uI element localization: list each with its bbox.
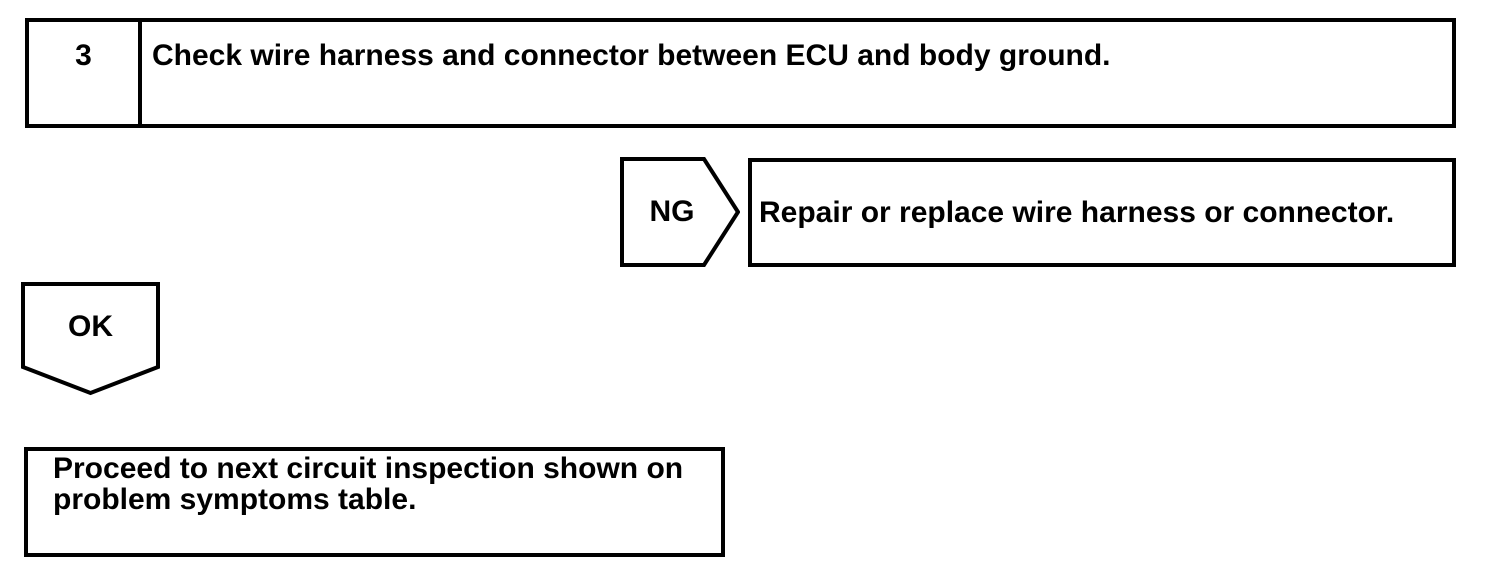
ng-arrow-pentagon-icon <box>620 157 740 267</box>
step-number: 3 <box>75 39 92 72</box>
step-row: 3 Check wire harness and connector betwe… <box>25 18 1456 128</box>
ng-branch-label: NG <box>649 195 695 228</box>
ng-pentagon-outline <box>620 157 740 267</box>
ok-branch-label: OK <box>68 309 113 343</box>
step-instruction: Check wire harness and connector between… <box>152 39 1111 72</box>
ok-action-box: Proceed to next circuit inspection shown… <box>24 447 725 557</box>
ok-pentagon-outline <box>21 282 160 396</box>
step-number-cell: 3 <box>29 22 142 124</box>
ok-arrow-pentagon-icon <box>21 282 160 396</box>
ng-action-box: Repair or replace wire harness or connec… <box>748 158 1456 267</box>
